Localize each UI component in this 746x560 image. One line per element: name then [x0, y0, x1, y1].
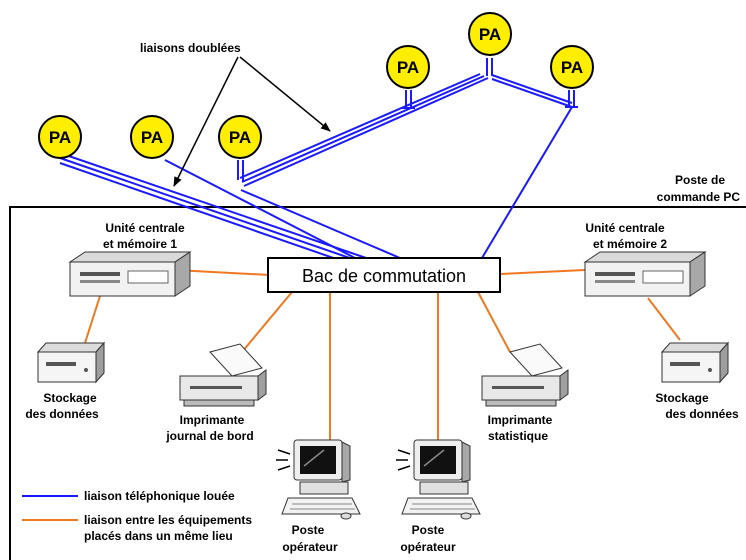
leased-lines: [59, 58, 578, 271]
svg-text:PA: PA: [479, 25, 501, 44]
operator-2-label-1: Poste: [412, 523, 445, 537]
printer-1-label-1: Imprimante: [180, 413, 245, 427]
local-links: [84, 269, 681, 445]
cpu-1-label-2: et mémoire 1: [103, 237, 177, 251]
operator-2-label-2: opérateur: [400, 540, 456, 554]
cpu-1-label-1: Unité centrale: [105, 221, 185, 235]
operator-workstation-1: [276, 439, 361, 520]
printer-2-label-1: Imprimante: [488, 413, 553, 427]
svg-text:PA: PA: [561, 58, 583, 77]
operator-workstation-2: [396, 439, 481, 520]
svg-text:PA: PA: [397, 58, 419, 77]
operator-1-label-1: Poste: [292, 523, 325, 537]
access-point: PA: [468, 12, 512, 56]
svg-text:PA: PA: [49, 128, 71, 147]
control-room-frame: [9, 206, 746, 560]
storage-2-label-1: Stockage: [655, 391, 709, 405]
annotation-arrow: [173, 56, 239, 187]
printer-1: [179, 343, 267, 407]
svg-text:PA: PA: [141, 128, 163, 147]
printer-2-label-2: statistique: [488, 429, 548, 443]
access-point: PA: [386, 45, 430, 89]
access-points: PA PA PA PA PA PA: [38, 12, 594, 159]
printer-2: [481, 343, 569, 407]
access-point: PA: [130, 115, 174, 159]
operator-1-label-2: opérateur: [282, 540, 338, 554]
svg-text:PA: PA: [229, 128, 251, 147]
access-point: PA: [38, 115, 82, 159]
storage-device-2: [660, 341, 730, 384]
cpu-unit-1: [68, 251, 192, 297]
cpu-2-label-2: et mémoire 2: [593, 237, 667, 251]
storage-1-label-1: Stockage: [43, 391, 97, 405]
storage-device-1: [36, 341, 106, 384]
switch-label: Bac de commutation: [302, 266, 466, 286]
cpu-unit-2: [583, 251, 707, 297]
control-room-label-1: Poste de: [675, 173, 725, 187]
legend-local-link-label-1: liaison entre les équipements: [84, 513, 252, 527]
legend: liaison téléphonique louée liaison entre…: [22, 489, 252, 543]
access-point: PA: [218, 115, 262, 159]
legend-leased-line-label: liaison téléphonique louée: [84, 489, 235, 503]
access-point: PA: [550, 45, 594, 89]
printer-1-label-2: journal de bord: [165, 429, 253, 443]
switch-box: Bac de commutation: [267, 257, 501, 293]
storage-2-label-2: des données: [665, 407, 739, 421]
annotation-arrow: [239, 56, 331, 132]
cpu-2-label-1: Unité centrale: [585, 221, 665, 235]
doubled-links-annotation: liaisons doublées: [140, 41, 241, 55]
storage-1-label-2: des données: [25, 407, 99, 421]
control-room-label-2: commande PC: [657, 190, 741, 204]
legend-local-link-label-2: placés dans un même lieu: [84, 529, 233, 543]
